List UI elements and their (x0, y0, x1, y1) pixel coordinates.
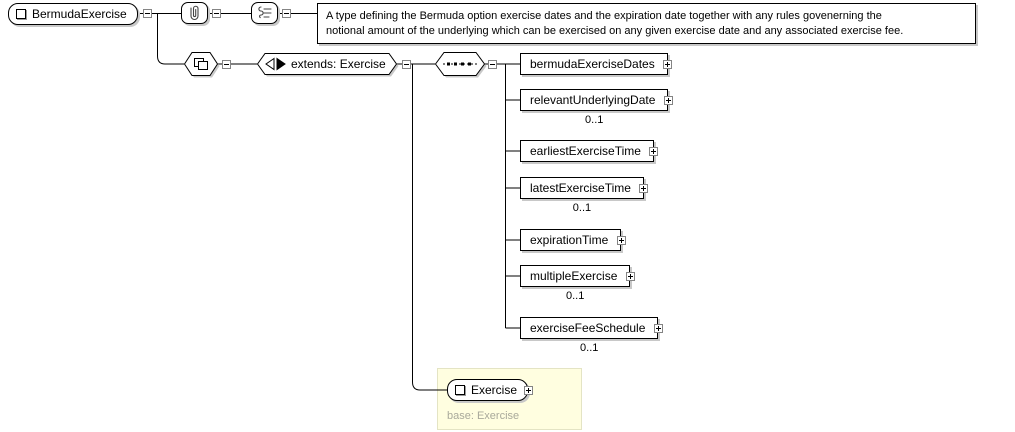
expand-toggle-earliestExerciseTime[interactable] (649, 146, 659, 156)
element-bermudaExercise[interactable]: BermudaExercise (8, 3, 138, 25)
expand-toggle-latestExerciseTime[interactable] (639, 183, 649, 193)
expand-toggle-base-exercise[interactable] (523, 385, 533, 395)
element-earliestExerciseTime[interactable]: earliestExerciseTime (520, 140, 659, 162)
expand-toggle-relevantUnderlyingDate[interactable] (663, 95, 673, 105)
documentation-text[interactable]: A type defining the Bermuda option exerc… (317, 3, 976, 44)
element-base-exercise[interactable]: Exercise (447, 379, 533, 401)
cardinality-label: 0..1 (580, 342, 599, 354)
cardinality-label: 0..1 (585, 114, 604, 126)
expand-toggle-documentation[interactable] (282, 9, 291, 18)
element-label: exerciseFeeSchedule (530, 321, 646, 335)
expand-toggle-sequence[interactable] (488, 59, 497, 69)
cardinality-label (520, 75, 668, 90)
expand-toggle-root[interactable] (143, 9, 152, 18)
sequence-node[interactable] (435, 52, 487, 78)
element-label: expirationTime (530, 233, 609, 247)
expand-toggle-extension[interactable] (402, 59, 411, 69)
documentation-node[interactable] (251, 2, 278, 24)
extension-node[interactable]: extends: Exercise (257, 53, 399, 77)
element-bermudaExerciseDates[interactable]: bermudaExerciseDates (520, 53, 673, 75)
base-type-caption: base: Exercise (447, 410, 520, 422)
cardinality-label (520, 251, 621, 266)
wire-extension-base (412, 64, 447, 391)
expand-toggle-complex-content[interactable] (222, 59, 231, 69)
element-label: bermudaExerciseDates (530, 57, 655, 71)
expand-toggle-bermudaExerciseDates[interactable] (663, 59, 673, 69)
documentation-line: A type defining the Bermuda option exerc… (326, 10, 882, 22)
expand-toggle-expirationTime[interactable] (616, 235, 626, 245)
element-label: relevantUnderlyingDate (530, 93, 656, 107)
document-text-icon (258, 6, 272, 19)
element-multipleExercise[interactable]: multipleExercise (520, 265, 635, 287)
element-icon (16, 9, 26, 19)
overlapping-squares-icon (184, 52, 220, 78)
extension-label: extends: Exercise (291, 57, 386, 71)
wire-root-complexcontent (157, 13, 184, 65)
element-label: Exercise (471, 383, 518, 397)
element-latestExerciseTime[interactable]: latestExerciseTime (520, 177, 649, 199)
element-relevantUnderlyingDate[interactable]: relevantUnderlyingDate (520, 89, 673, 111)
complex-content-node[interactable] (184, 52, 220, 78)
sequence-dots-icon (435, 52, 487, 78)
element-label: earliestExerciseTime (530, 144, 641, 158)
element-icon (455, 385, 465, 395)
documentation-line: notional amount of the underlying which … (326, 25, 904, 37)
extend-triangles-icon (257, 53, 399, 77)
element-label: latestExerciseTime (530, 181, 631, 195)
element-label: BermudaExercise (32, 7, 127, 21)
element-expirationTime[interactable]: expirationTime (520, 229, 626, 251)
cardinality-label: 0..1 (572, 202, 592, 214)
expand-toggle-annotation[interactable] (212, 9, 221, 18)
paperclip-icon (190, 5, 199, 21)
element-exerciseFeeSchedule[interactable]: exerciseFeeSchedule (520, 317, 663, 339)
cardinality-label: 0..1 (566, 290, 585, 302)
element-label: multipleExercise (530, 269, 618, 283)
expand-toggle-exerciseFeeSchedule[interactable] (653, 323, 663, 333)
cardinality-label (520, 162, 654, 177)
expand-toggle-multipleExercise[interactable] (625, 271, 635, 281)
annotation-node[interactable] (181, 2, 208, 24)
